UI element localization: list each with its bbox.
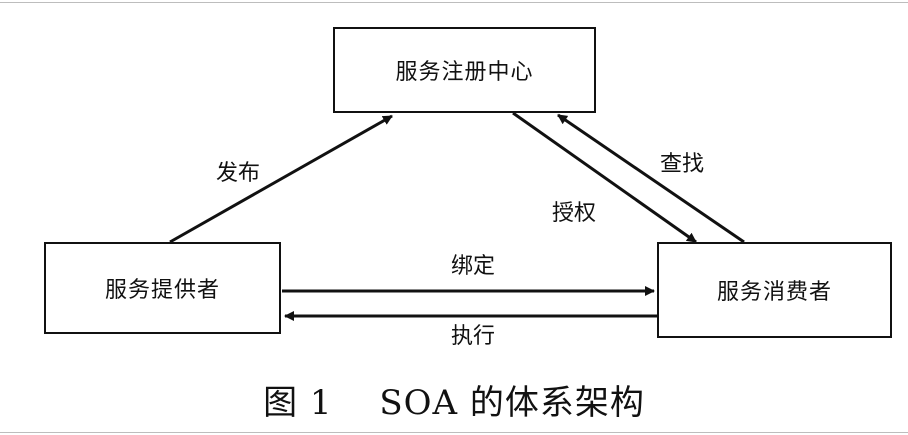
authorize-arrow — [512, 111, 697, 244]
service-consumer-node: 服务消费者 — [657, 242, 892, 338]
execute-label: 执行 — [451, 324, 496, 349]
service-registry-node: 服务注册中心 — [333, 27, 596, 113]
top-border-line — [0, 2, 908, 3]
service-consumer-label: 服务消费者 — [716, 280, 832, 305]
publish-label: 发布 — [216, 161, 261, 186]
find-arrow — [557, 113, 745, 244]
find-label: 查找 — [660, 152, 705, 177]
authorize-label: 授权 — [552, 201, 597, 226]
service-provider-label: 服务提供者 — [104, 278, 220, 303]
figure-caption: 图 1 SOA 的体系架构 — [263, 383, 645, 423]
bottom-border-line — [0, 432, 908, 433]
publish-arrow — [169, 114, 393, 244]
bind-label: 绑定 — [451, 254, 496, 279]
service-registry-label: 服务注册中心 — [395, 60, 534, 85]
service-provider-node: 服务提供者 — [44, 242, 281, 334]
